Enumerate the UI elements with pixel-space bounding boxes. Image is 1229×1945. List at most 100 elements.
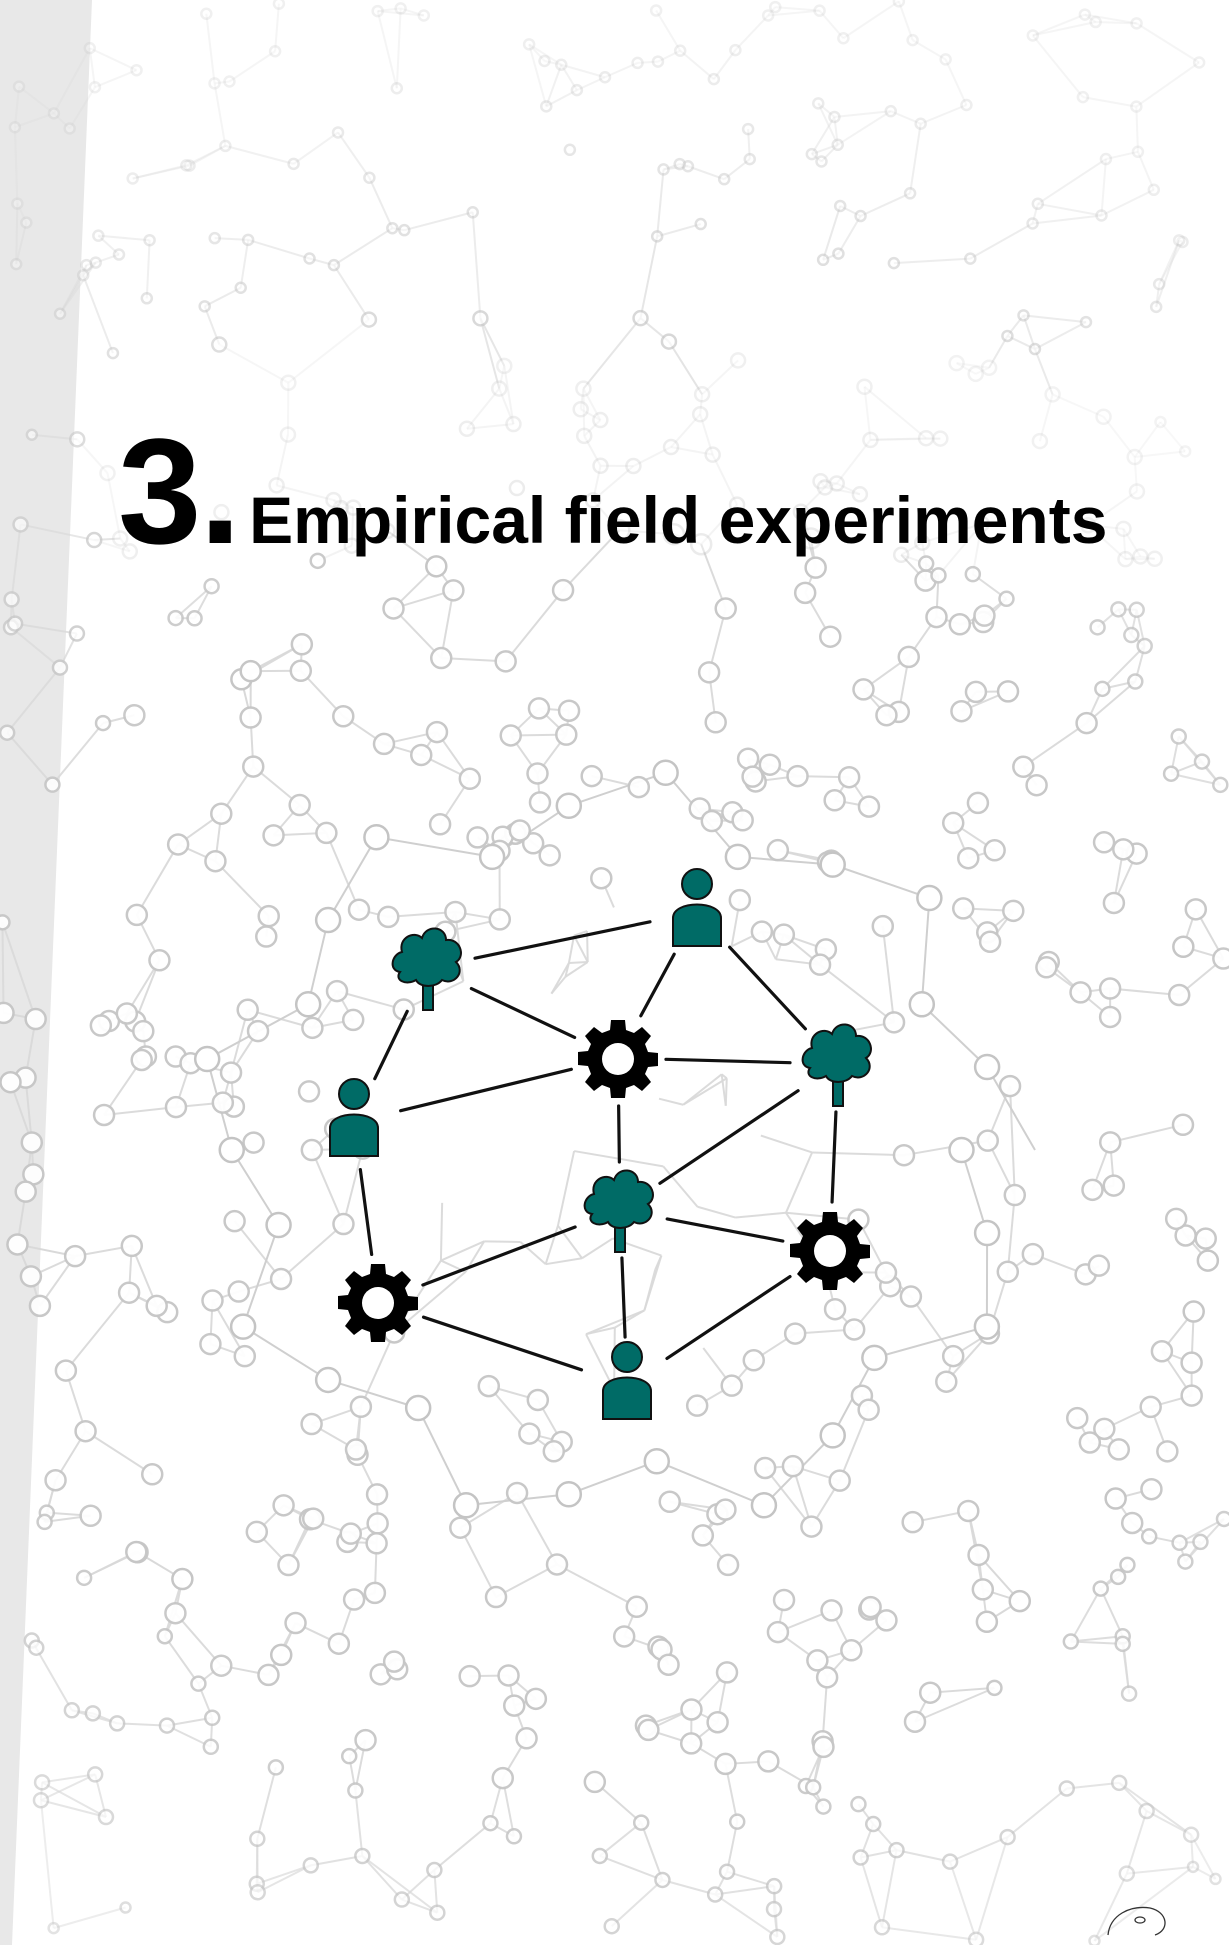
background-node — [85, 531, 103, 549]
background-link — [440, 1240, 485, 1262]
background-node — [277, 1553, 300, 1577]
background-node — [540, 100, 553, 113]
background-node — [766, 1620, 790, 1644]
background-node — [892, 0, 906, 8]
background-link — [376, 836, 493, 858]
background-node — [288, 793, 311, 817]
background-node — [1120, 1511, 1144, 1535]
background-node — [819, 1422, 846, 1449]
background-node — [458, 420, 476, 437]
background-node — [279, 426, 297, 443]
background-link — [53, 47, 91, 114]
background-node — [964, 252, 977, 265]
background-link — [820, 480, 837, 485]
background-link — [1037, 202, 1102, 217]
background-node — [0, 1070, 22, 1094]
background-node — [53, 307, 67, 321]
background-node — [833, 199, 847, 213]
background-node — [429, 646, 453, 670]
background-link — [910, 1295, 955, 1357]
sketch-logo — [1107, 1906, 1166, 1936]
background-link — [98, 234, 150, 242]
background-node — [831, 138, 844, 152]
background-node — [1130, 100, 1143, 113]
link-tree-3-gear-3 — [421, 1225, 577, 1287]
background-link — [1037, 158, 1107, 205]
background-node — [63, 122, 76, 135]
background-link — [1179, 1518, 1225, 1544]
background-node — [1102, 1174, 1126, 1197]
background-node — [44, 1468, 67, 1492]
background-node — [344, 1438, 368, 1461]
background-link — [890, 110, 922, 125]
background-link — [135, 843, 179, 916]
background-node — [1089, 619, 1106, 636]
background-link — [785, 1211, 859, 1221]
background-node — [627, 775, 651, 799]
background-node — [689, 532, 713, 556]
background-link — [726, 1821, 739, 1872]
background-link — [1084, 13, 1097, 23]
background-link — [1133, 421, 1162, 458]
background-node — [1098, 977, 1122, 1000]
background-link — [824, 486, 861, 496]
background-link — [956, 362, 977, 375]
background-node — [33, 1774, 51, 1791]
background-link — [528, 44, 548, 107]
background-link — [325, 832, 360, 911]
background-node — [805, 147, 819, 161]
background-node — [815, 155, 828, 168]
background-link — [1022, 722, 1088, 768]
background-node — [3, 591, 20, 608]
background-node — [892, 546, 910, 564]
background-node — [528, 791, 552, 814]
background-node — [1065, 1406, 1089, 1430]
background-link — [293, 131, 339, 165]
background-node — [382, 597, 405, 620]
background-link — [944, 59, 968, 106]
background-node — [757, 1750, 780, 1773]
background-node — [864, 1815, 882, 1833]
background-link — [332, 499, 342, 509]
background-node — [1028, 342, 1042, 356]
background-node — [1114, 1635, 1131, 1653]
background-node — [765, 1900, 783, 1918]
background-node — [673, 157, 686, 171]
background-node — [117, 1281, 141, 1304]
background-node — [741, 122, 755, 136]
background-node — [24, 1007, 47, 1031]
background-node — [704, 446, 721, 463]
link-tree-2-gear-2 — [830, 1110, 838, 1204]
background-node — [1180, 1351, 1203, 1374]
background-node — [859, 1595, 882, 1619]
gear-icon — [338, 1264, 418, 1342]
background-link — [949, 1836, 1008, 1863]
background-node — [857, 795, 881, 818]
background-link — [280, 1223, 345, 1280]
background-link — [657, 49, 681, 63]
background-link — [599, 1821, 642, 1857]
background-link — [1038, 394, 1054, 442]
background-node — [706, 1886, 724, 1903]
background-node — [715, 1661, 739, 1684]
background-node — [917, 429, 935, 447]
background-node — [892, 1143, 916, 1167]
background-link — [1095, 21, 1137, 25]
background-link — [1066, 1781, 1120, 1790]
background-link — [417, 1407, 467, 1506]
link-tree-3-person-3 — [620, 1256, 627, 1339]
background-node — [772, 923, 796, 946]
background-node — [1118, 1865, 1136, 1882]
background-node — [652, 759, 679, 787]
background-node — [347, 1782, 364, 1799]
background-node — [660, 333, 678, 350]
background-node — [1078, 8, 1092, 21]
background-node — [932, 430, 949, 447]
background-node — [140, 1463, 164, 1486]
background-node — [592, 411, 609, 429]
background-link — [699, 413, 714, 455]
background-link — [735, 1211, 787, 1219]
background-link — [95, 253, 120, 264]
background-node — [315, 821, 338, 845]
background-node — [1002, 899, 1025, 923]
